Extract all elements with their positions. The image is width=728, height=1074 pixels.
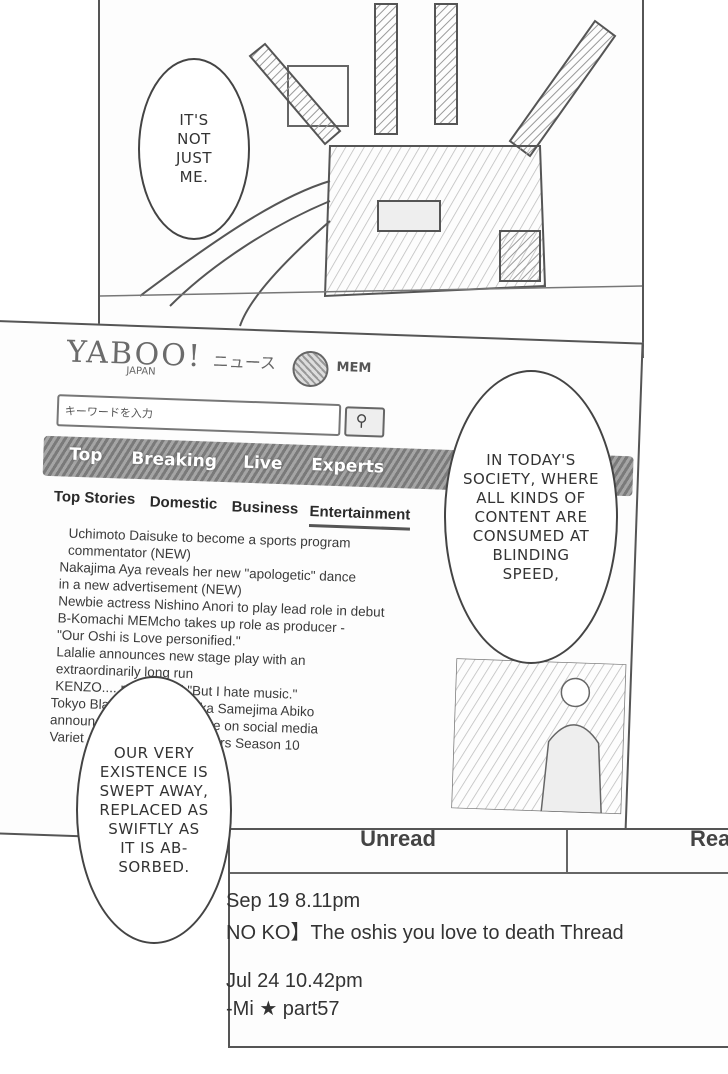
logo-suffix: ニュース <box>212 351 277 373</box>
thread-date: Sep 19 8.11pm <box>226 890 361 912</box>
speech-bubble-middle: IN TODAY'S SOCIETY, WHERE ALL KINDS OF C… <box>444 370 618 664</box>
tab-read-label: Rea <box>690 826 728 851</box>
headline-line[interactable]: announ <box>49 712 96 729</box>
search-button[interactable]: ⚲ <box>344 406 386 438</box>
search-icon: ⚲ <box>355 410 368 431</box>
thread-date: Jul 24 10.42pm <box>226 970 363 992</box>
router-illustration <box>100 3 642 327</box>
mem-avatar-icon <box>291 350 330 388</box>
speech-bubble-bottom: OUR VERY EXISTENCE IS SWEPT AWAY, REPLAC… <box>76 676 232 944</box>
router-panel <box>98 0 644 358</box>
subnav-business[interactable]: Business <box>231 498 299 518</box>
mem-label: MEM <box>336 359 372 377</box>
subnav-domestic[interactable]: Domestic <box>149 493 218 513</box>
nav-top[interactable]: Top <box>68 444 103 466</box>
thread-title: -Mi ★ part57 <box>226 998 340 1020</box>
speech-bubble-top: IT'S NOT JUST ME. <box>138 58 250 240</box>
nav-breaking[interactable]: Breaking <box>130 448 218 472</box>
tab-unread-label: Unread <box>360 826 436 851</box>
tab-unread[interactable]: Unread <box>230 826 566 872</box>
forum-panel: Unread Rea Sep 19 8.11pm NO KO】The oshis… <box>226 826 728 1048</box>
site-logo: YABOO! ニュース JAPAN <box>66 335 277 382</box>
forum-tabs: Unread Rea <box>230 826 728 874</box>
tab-divider <box>566 830 568 872</box>
search-placeholder: キーワードを入力 <box>64 404 154 421</box>
thread-title: NO KO】The oshis you love to death Thread <box>226 922 624 944</box>
news-site-panel: YABOO! ニュース JAPAN MEM キーワードを入力 ⚲ Top Bre… <box>0 320 644 857</box>
tab-read[interactable]: Rea <box>690 826 728 872</box>
search-input[interactable]: キーワードを入力 <box>56 394 342 437</box>
news-thumbnail-illustration <box>451 658 627 815</box>
nav-experts[interactable]: Experts <box>310 455 385 478</box>
headline-line[interactable]: Variet <box>49 729 84 746</box>
subnav-entertainment[interactable]: Entertainment <box>308 503 411 531</box>
thread-item[interactable]: Jul 24 10.42pm -Mi ★ part57 <box>226 970 728 1030</box>
subnav-top-stories[interactable]: Top Stories <box>53 488 136 508</box>
thread-item[interactable]: Sep 19 8.11pm NO KO】The oshis you love t… <box>226 890 728 950</box>
nav-live[interactable]: Live <box>242 452 283 475</box>
